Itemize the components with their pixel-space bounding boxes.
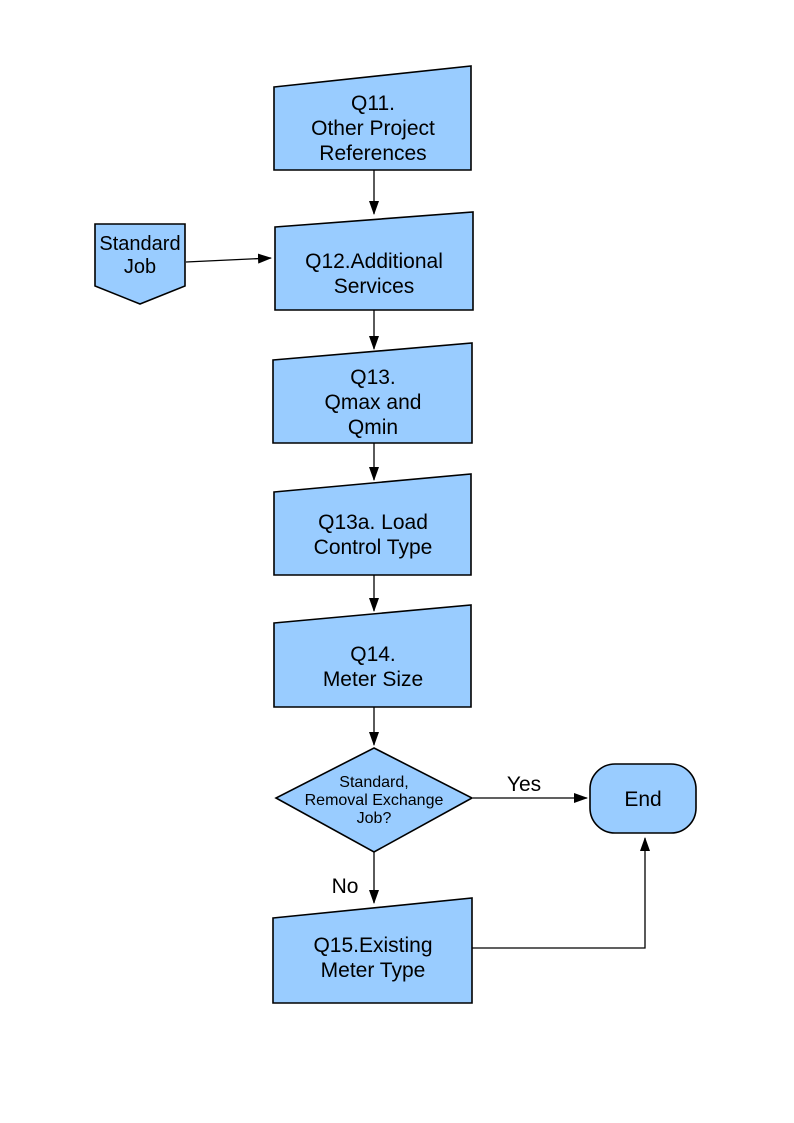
end-shape (589, 763, 697, 834)
node-end: End (589, 763, 697, 834)
standard-job-shape (94, 223, 186, 305)
q13a-label-line1: Q13a. Load (318, 511, 428, 534)
q14-label-line2: Meter Size (323, 668, 423, 691)
q13a-label-line2: Control Type (314, 536, 433, 559)
end-label: End (624, 788, 661, 811)
q13a-shape (273, 473, 472, 576)
q11-label-line1: Q11. (351, 92, 395, 115)
decision-shape (274, 747, 474, 853)
yes-label: Yes (507, 773, 541, 796)
node-q15: Q15.Existing Meter Type (272, 897, 473, 1004)
q13-shape (272, 342, 473, 444)
arrow-q15-to-end (472, 837, 650, 949)
no-label: No (332, 875, 359, 898)
q14-shape (273, 604, 472, 708)
q15-label-line2: Meter Type (321, 959, 426, 982)
q12-shape (274, 211, 474, 311)
q13-label-line2: Qmax and (325, 391, 422, 414)
decision-label-line3: Job? (357, 810, 392, 827)
arrow-standardjob-to-q12 (185, 253, 272, 264)
q11-label-line2: Other Project (311, 117, 435, 140)
q13-label-line1: Q13. (350, 366, 396, 389)
q11-label-line3: References (319, 142, 426, 165)
q15-shape (272, 897, 473, 1004)
decision-label-line2: Removal Exchange (305, 792, 444, 809)
node-q13a: Q13a. Load Control Type (273, 473, 472, 576)
q11-shape (273, 65, 472, 171)
node-q11: Q11. Other Project References (273, 65, 472, 171)
q12-label-line2: Services (334, 275, 415, 298)
node-q13: Q13. Qmax and Qmin (272, 342, 473, 444)
node-standard-job: Standard Job (94, 223, 186, 305)
decision-label-line1: Standard, (339, 774, 408, 791)
q15-label-line1: Q15.Existing (313, 934, 432, 957)
node-q14: Q14. Meter Size (273, 604, 472, 708)
standard-job-label-line1: Standard (99, 233, 180, 255)
node-decision: Standard, Removal Exchange Job? (274, 747, 474, 853)
edges (185, 170, 650, 949)
node-q12: Q12.Additional Services (274, 211, 474, 311)
q12-label-line1: Q12.Additional (305, 250, 443, 273)
q13-label-line3: Qmin (348, 416, 398, 439)
standard-job-label-line2: Job (124, 256, 156, 278)
q14-label-line1: Q14. (350, 643, 396, 666)
